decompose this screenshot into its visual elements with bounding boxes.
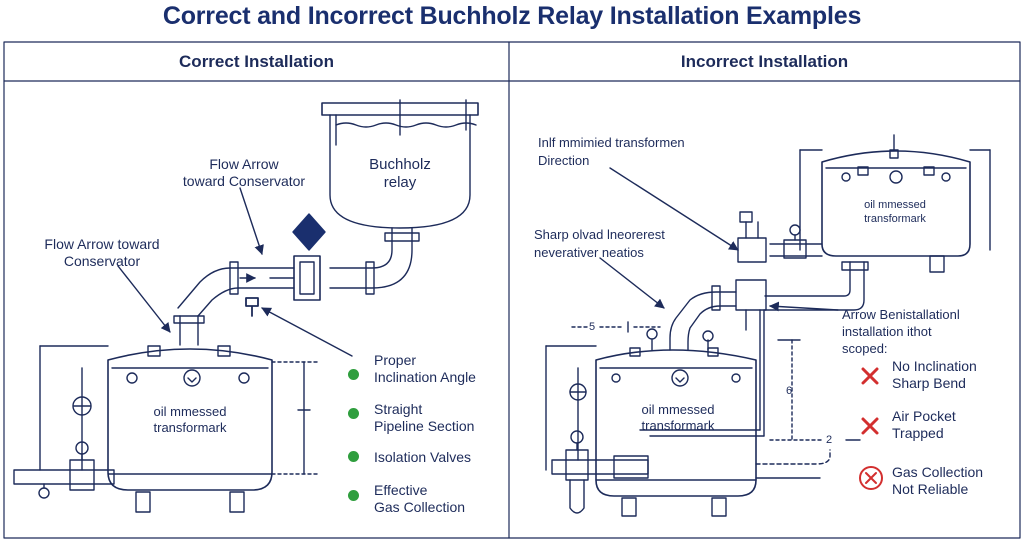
incorrect-conservator — [799, 134, 991, 273]
page-title: Correct and Incorrect Buchholz Relay Ins… — [162, 2, 862, 30]
check-dot-gas — [348, 490, 359, 501]
incorrect-dimension-lines — [571, 321, 861, 441]
correct-inclined-pipe — [173, 261, 295, 346]
red-x-icon — [861, 367, 879, 385]
incorrect-leader-arrow — [769, 301, 839, 312]
dimension-2: 2 — [826, 434, 833, 446]
incorrect-tank — [545, 328, 831, 517]
correct-conservator — [321, 99, 479, 229]
outer-frame — [3, 41, 1021, 539]
check-valves: Isolation Valves — [374, 449, 472, 465]
red-x-icon — [861, 417, 879, 435]
incorrect-leader-direction — [609, 167, 739, 251]
check-dot-valves — [348, 451, 359, 462]
correct-heading: Correct Installation — [179, 52, 334, 71]
correct-riser-pipe — [329, 227, 420, 295]
red-circle-x-icon — [859, 466, 883, 490]
dimension-5: 5 — [589, 321, 596, 333]
dimension-6: 6 — [786, 385, 793, 397]
correct-tank — [39, 345, 319, 513]
check-dot-inclination — [348, 369, 359, 380]
correct-leader-flow-top — [239, 187, 264, 255]
incorrect-heading: Incorrect Installation — [680, 52, 849, 71]
correct-buchholz-relay-body — [239, 255, 321, 301]
correct-leader-valve — [261, 307, 353, 357]
buchholz-relay-symbol — [292, 213, 326, 251]
incorrect-leader-sharp-bend — [599, 257, 665, 309]
incorrect-pipe-run — [639, 211, 869, 437]
correct-drain-valve — [13, 441, 115, 499]
correct-leader-flow-left — [117, 265, 171, 333]
check-dot-straight — [348, 408, 359, 419]
